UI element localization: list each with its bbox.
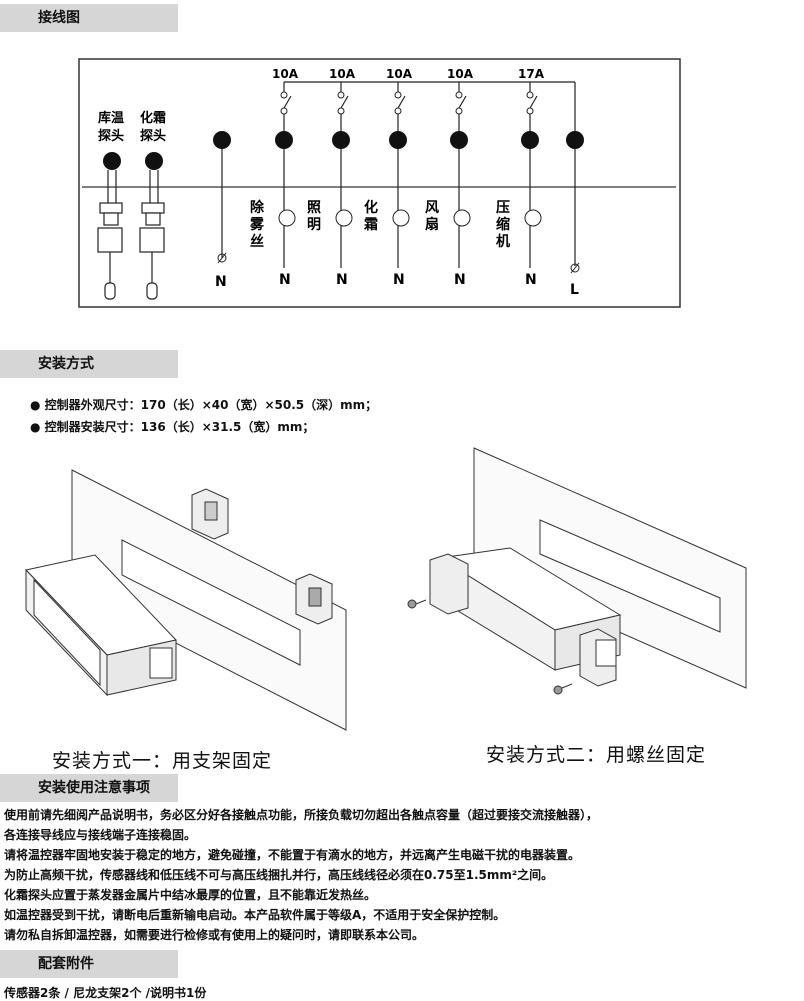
terminal-relay-4: [450, 131, 468, 149]
relay-neutral-label: N: [525, 272, 537, 288]
relay-contact-icon: [455, 107, 463, 115]
section-header-wiring: 接线图: [0, 4, 178, 32]
relay-load-label: 扇: [425, 216, 439, 233]
relay-neutral-label: N: [393, 272, 405, 288]
install-method1-caption: 安装方式一：用支架固定: [52, 750, 273, 772]
relay-contact-icon: [280, 107, 288, 115]
live-terminal-symbol-icon: [570, 262, 580, 274]
relay-rating-label: 10A: [447, 67, 474, 81]
accessories-list: 传感器2条 / 尼龙支架2个 /说明书1份: [4, 986, 207, 1000]
relay-load-label: 丝: [250, 233, 264, 250]
relay-load-label: 除: [250, 199, 265, 216]
relay-rating-label: 17A: [518, 67, 545, 81]
install-method2-caption: 安装方式二：用螺丝固定: [486, 744, 707, 766]
heater-icon: [278, 209, 296, 227]
relay-load-label: 照: [307, 200, 321, 216]
note-line: 各连接导线应与接线端子连接稳固。: [4, 828, 197, 842]
terminal-live: [566, 131, 584, 149]
relay-neutral-label: N: [279, 272, 291, 288]
bracket-clip-icon: [295, 573, 333, 625]
relay-neutral-label: N: [454, 272, 466, 288]
live-terminal-label: L: [570, 282, 579, 298]
lightbulb-icon: [335, 209, 353, 227]
relay-switch-icon: [340, 95, 349, 109]
relay-load-label: 化: [364, 199, 378, 216]
terminal-relay-1: [275, 131, 293, 149]
screw-icon: [407, 599, 427, 609]
relay-neutral-label: N: [336, 272, 348, 288]
relay-load-label: 雾: [249, 216, 265, 233]
install-method2-drawing: [407, 447, 747, 695]
relay-contact-icon: [526, 107, 534, 115]
install-dimension-cutout: ● 控制器安装尺寸：136（长）×31.5（宽）mm；: [30, 420, 315, 434]
terminal-relay-3: [389, 131, 407, 149]
relay-load-label: 缩: [496, 216, 510, 233]
install-method1-drawing: [25, 469, 347, 731]
probe-label-defrost-line1: 化霜: [140, 110, 166, 126]
panel-cutout-1: [121, 539, 301, 666]
panel-cutout-2: [539, 519, 721, 633]
relay-rating-label: 10A: [386, 67, 413, 81]
snowflake-icon: [392, 209, 410, 227]
terminal-neutral: [213, 131, 231, 149]
probe-label-room-line2: 探头: [98, 128, 124, 144]
install-dimension-outer: ● 控制器外观尺寸：170（长）×40（宽）×50.5（深）mm；: [30, 398, 378, 412]
note-line: 使用前请先细阅产品说明书，务必区分好各接触点功能，所接负载切勿超出各触点容量（超…: [4, 808, 599, 822]
compressor-icon: [524, 209, 542, 227]
note-line: 为防止高频干扰，传感器线和低压线不可与高压线捆扎并行，高压线线径必须在0.75至…: [4, 868, 554, 882]
relay-rating-label: 10A: [329, 67, 356, 81]
probe-label-room-line1: 库温: [98, 110, 124, 126]
neutral-terminal-symbol-icon: [217, 252, 227, 264]
relay-contact-icon: [526, 91, 534, 99]
terminal-relay-5: [521, 131, 539, 149]
relay-load-label: 明: [307, 217, 321, 233]
relay-contact-icon: [280, 91, 288, 99]
relay-switch-icon: [397, 95, 406, 109]
relay-contact-icon: [337, 91, 345, 99]
relay-load-label: 霜: [363, 216, 378, 233]
wiring-diagram: 库温 探头 化霜 探头 N 10A 除雾丝 N 10A 照明 N 10A 化霜 N 10A 风扇 N 1…: [78, 58, 681, 308]
relay-contact-icon: [394, 107, 402, 115]
relay-load-label: 机: [496, 233, 510, 250]
room-probe-sensor: [97, 170, 123, 300]
relay-rating-label: 10A: [272, 67, 299, 81]
relay-switch-icon: [283, 95, 292, 109]
neutral-terminal-label: N: [215, 274, 227, 290]
terminal-room-probe: [103, 152, 121, 170]
note-line: 如温控器受到干扰，请断电后重新输电启动。本产品软件属于等级A，不适用于安全保护控…: [4, 908, 506, 922]
relay-switch-icon: [458, 95, 467, 109]
probe-label-defrost-line2: 探头: [140, 128, 166, 144]
terminal-defrost-probe: [145, 152, 163, 170]
section-header-install: 安装方式: [0, 350, 178, 378]
relay-contact-icon: [455, 91, 463, 99]
bracket-clip-icon: [191, 488, 229, 540]
relay-switch-icon: [529, 95, 538, 109]
relay-contact-icon: [337, 107, 345, 115]
screw-icon: [553, 683, 573, 695]
terminal-relay-2: [332, 131, 350, 149]
defrost-probe-sensor: [139, 170, 165, 300]
section-header-accessories: 配套附件: [0, 950, 178, 978]
note-line: 化霜探头应置于蒸发器金属片中结冰最厚的位置，且不能靠近发热丝。: [4, 888, 377, 902]
relay-load-label: 压: [496, 200, 510, 216]
note-line: 请勿私自拆卸温控器，如需要进行检修或有使用上的疑问时，请即联系本公司。: [4, 928, 425, 942]
diagram-frame: [78, 58, 681, 308]
note-line: 请将温控器牢固地安装于稳定的地方，避免碰撞，不能置于有滴水的地方，并远离产生电磁…: [4, 848, 581, 862]
section-header-notes: 安装使用注意事项: [0, 774, 178, 802]
install-illustration: [25, 447, 747, 731]
relay-contact-icon: [394, 91, 402, 99]
fan-icon: [453, 209, 471, 227]
relay-load-label: 风: [425, 200, 439, 216]
